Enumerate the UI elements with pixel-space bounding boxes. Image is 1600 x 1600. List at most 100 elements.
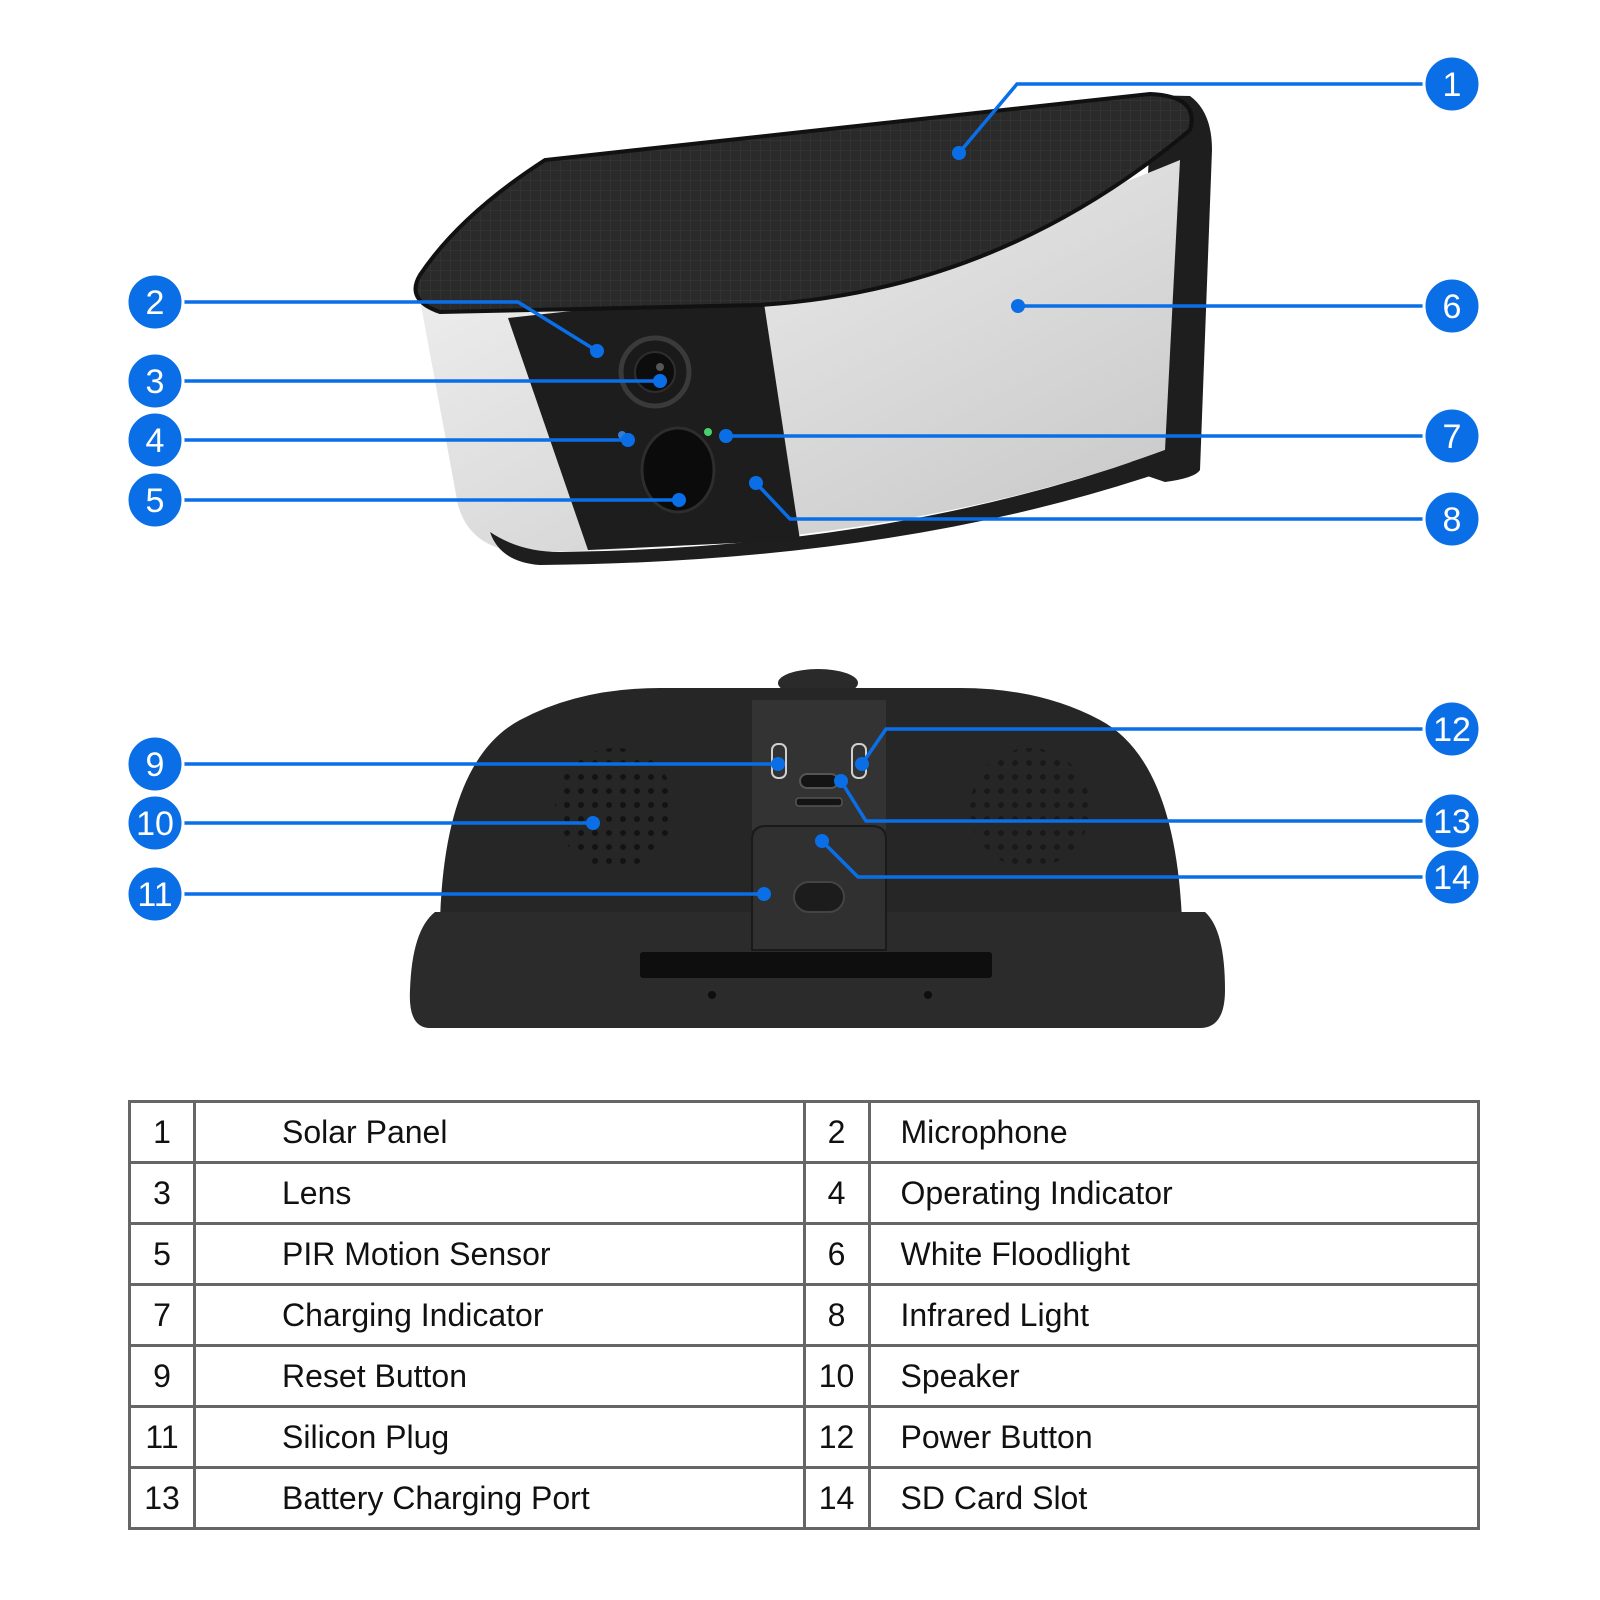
anchor-13: [834, 774, 848, 788]
bottom-rim: [490, 450, 1168, 565]
anchor-8: [749, 476, 763, 490]
callout-number: 2: [146, 284, 165, 322]
part-label: Solar Panel: [193, 1100, 806, 1164]
leader-2: [155, 300, 598, 353]
callout-number: 7: [1443, 418, 1462, 456]
part-number: 8: [802, 1283, 871, 1347]
anchor-11: [757, 887, 771, 901]
part-number: 1: [128, 1100, 196, 1164]
part-label: Silicon Plug: [193, 1405, 806, 1469]
leader-12: [860, 727, 1452, 765]
callout-number: 13: [1433, 803, 1471, 841]
anchor-12: [855, 757, 869, 771]
leader-14: [820, 839, 1452, 879]
part-number: 5: [128, 1222, 196, 1286]
anchor-1: [952, 146, 966, 160]
anchor-3: [653, 374, 667, 388]
leader-8: [754, 481, 1452, 521]
anchor-6: [1011, 299, 1025, 313]
callout-badge-11: 11: [125, 864, 185, 924]
part-number: 6: [802, 1222, 871, 1286]
anchor-10: [586, 816, 600, 830]
anchor-5: [672, 493, 686, 507]
table-row: 1 Solar Panel 2 Microphone: [128, 1100, 1480, 1164]
anchor-4: [621, 433, 635, 447]
silicon-plug-tab: [793, 881, 845, 913]
table-row: 9 Reset Button 10 Speaker: [128, 1344, 1480, 1408]
part-label: Charging Indicator: [193, 1283, 806, 1347]
part-label: White Floodlight: [867, 1222, 1480, 1286]
speaker-right: [970, 748, 1090, 868]
part-label: Operating Indicator: [867, 1161, 1480, 1225]
sd-card-slot: [795, 797, 843, 807]
part-number: 9: [128, 1344, 196, 1408]
callout-number: 10: [136, 805, 174, 843]
callout-badge-2: 2: [125, 272, 185, 332]
table-row: 11 Silicon Plug 12 Power Button: [128, 1405, 1480, 1469]
callout-badge-13: 13: [1422, 791, 1482, 851]
battery-charging-port: [799, 773, 839, 789]
callout-badge-4: 4: [125, 410, 185, 470]
table-row: 3 Lens 4 Operating Indicator: [128, 1161, 1480, 1225]
leader-1: [957, 82, 1452, 155]
part-number: 7: [128, 1283, 196, 1347]
part-number: 10: [802, 1344, 871, 1408]
part-number: 3: [128, 1161, 196, 1225]
part-number: 13: [128, 1466, 196, 1530]
callout-number: 1: [1443, 66, 1462, 104]
part-number: 2: [802, 1100, 871, 1164]
callout-badge-6: 6: [1422, 276, 1482, 336]
callout-badge-14: 14: [1422, 847, 1482, 907]
table-row: 7 Charging Indicator 8 Infrared Light: [128, 1283, 1480, 1347]
part-label: Infrared Light: [867, 1283, 1480, 1347]
callout-number: 9: [146, 746, 165, 784]
part-label: SD Card Slot: [867, 1466, 1480, 1530]
pir-motion-sensor: [640, 426, 716, 514]
part-number: 4: [802, 1161, 871, 1225]
callout-badge-9: 9: [125, 734, 185, 794]
lens: [618, 335, 692, 409]
callout-badge-7: 7: [1422, 406, 1482, 466]
part-label: Lens: [193, 1161, 806, 1225]
base-screw-left: [708, 991, 716, 999]
camera-diagram: 1 2 3 4 5 6 7 8 9 10 11 12 13 14: [125, 54, 1482, 1028]
callout-badge-12: 12: [1422, 699, 1482, 759]
table-row: 5 PIR Motion Sensor 6 White Floodlight: [128, 1222, 1480, 1286]
anchor-2: [590, 344, 604, 358]
camera-front-view: [413, 91, 1212, 565]
anchor-14: [815, 834, 829, 848]
parts-legend-table: 1 Solar Panel 2 Microphone 3 Lens 4 Oper…: [128, 1100, 1480, 1530]
solar-panel: [413, 91, 1194, 315]
leader-lines: [155, 82, 1452, 901]
camera-bottom-view: [409, 669, 1225, 1028]
base-slot: [640, 952, 992, 978]
table-row: 13 Battery Charging Port 14 SD Card Slot: [128, 1466, 1480, 1530]
callout-number: 14: [1433, 859, 1471, 897]
part-label: Battery Charging Port: [193, 1466, 806, 1530]
callout-number: 3: [146, 363, 165, 401]
callout-badge-10: 10: [125, 793, 185, 853]
callout-number: 4: [146, 422, 165, 460]
callout-badge-5: 5: [125, 470, 185, 530]
callout-number: 8: [1443, 501, 1462, 539]
anchor-7: [719, 429, 733, 443]
part-number: 12: [802, 1405, 871, 1469]
callout-number: 11: [137, 876, 172, 914]
callout-number: 6: [1443, 288, 1462, 326]
part-label: Power Button: [867, 1405, 1480, 1469]
base-screw-right: [924, 991, 932, 999]
callout-number: 12: [1433, 711, 1471, 749]
part-number: 11: [128, 1405, 196, 1469]
callout-badge-1: 1: [1422, 54, 1482, 114]
callout-number: 5: [146, 482, 165, 520]
callout-badge-8: 8: [1422, 489, 1482, 549]
leader-13: [839, 780, 1452, 823]
callout-badge-3: 3: [125, 351, 185, 411]
part-label: Reset Button: [193, 1344, 806, 1408]
part-number: 14: [802, 1466, 871, 1530]
anchor-9: [771, 757, 785, 771]
part-label: Speaker: [867, 1344, 1480, 1408]
speaker-left: [555, 748, 675, 868]
callout-badges: 1 2 3 4 5 6 7 8 9 10 11 12 13 14: [125, 54, 1482, 924]
part-label: PIR Motion Sensor: [193, 1222, 806, 1286]
